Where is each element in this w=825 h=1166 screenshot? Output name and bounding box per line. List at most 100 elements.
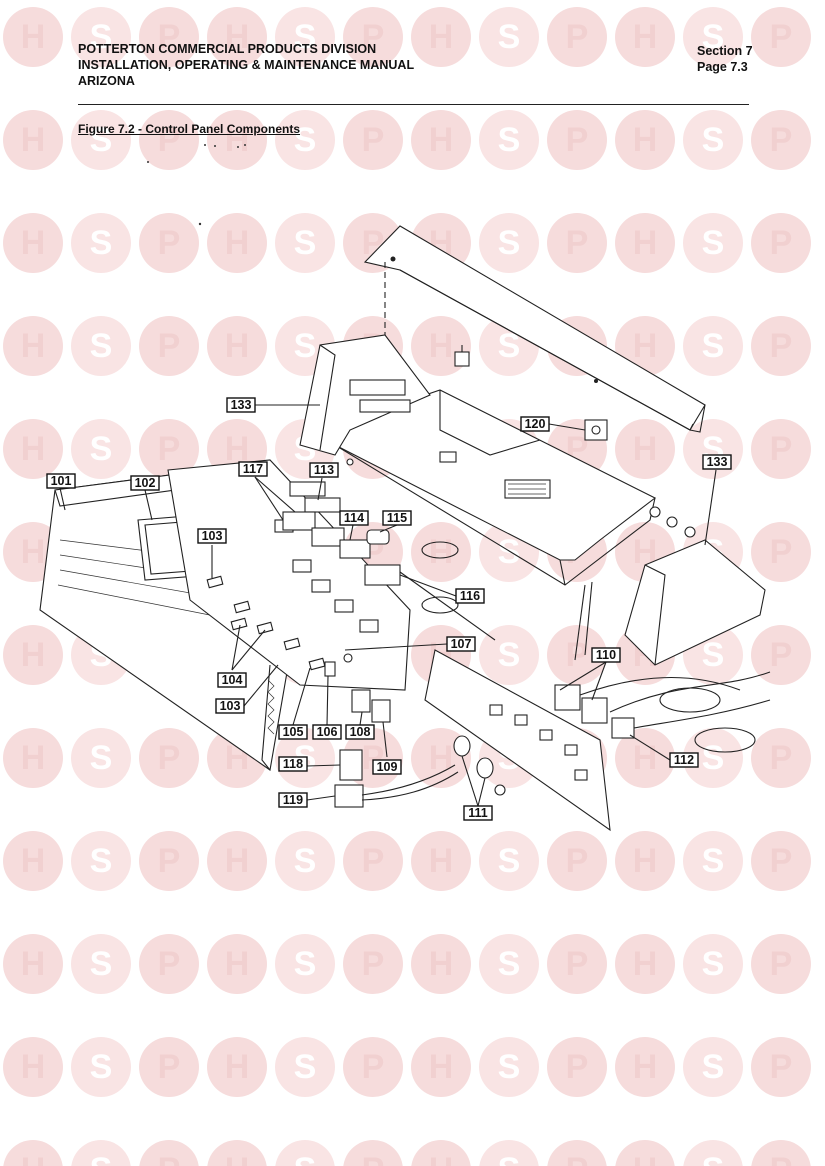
watermark-circle [139, 7, 199, 67]
watermark-circle [71, 1140, 131, 1166]
watermark-circle [547, 1140, 607, 1166]
svg-text:114: 114 [344, 511, 364, 525]
watermark-letter: H [225, 1048, 250, 1086]
watermark-letter: H [225, 945, 250, 983]
svg-text:103: 103 [220, 699, 241, 713]
watermark-letter: P [770, 121, 793, 159]
watermark-circle [71, 831, 131, 891]
watermark-circle [751, 7, 811, 67]
transformer-part [334, 749, 459, 808]
watermark-letter: P [770, 224, 793, 262]
watermark-circle [751, 1140, 811, 1166]
watermark-circle [275, 213, 335, 273]
watermark-circle [615, 1140, 675, 1166]
watermark-circle [683, 831, 743, 891]
watermark-circle [751, 728, 811, 788]
watermark-circle [275, 1037, 335, 1097]
watermark-letter: S [702, 1048, 725, 1086]
watermark-letter: S [702, 1151, 725, 1166]
watermark-circle [411, 934, 471, 994]
watermark-letter: S [90, 224, 113, 262]
watermark-circle [547, 831, 607, 891]
watermark-letter: S [498, 533, 521, 571]
watermark-letter: S [90, 842, 113, 880]
watermark-letter: S [294, 1151, 317, 1166]
watermark-circle [139, 934, 199, 994]
watermark-circle [3, 625, 63, 685]
watermark-circle [547, 213, 607, 273]
watermark-circle [411, 7, 471, 67]
watermark-letter: H [21, 18, 46, 56]
watermark-circle [615, 213, 675, 273]
watermark-circle [207, 831, 267, 891]
section-number: Section 7 [697, 44, 753, 58]
watermark-circle [615, 1037, 675, 1097]
watermark-letter: S [498, 636, 521, 674]
watermark-circle [547, 7, 607, 67]
watermark-letter: H [429, 533, 454, 571]
watermark-circle [275, 110, 335, 170]
watermark-circle [751, 934, 811, 994]
watermark-letter: H [225, 224, 250, 262]
watermark-letter: H [633, 1151, 658, 1166]
watermark-letter: H [21, 121, 46, 159]
watermark-letter: H [429, 327, 454, 365]
watermark-letter: H [21, 1048, 46, 1086]
watermark-letter: H [633, 842, 658, 880]
svg-text:115: 115 [387, 511, 407, 525]
thermostats-part [554, 671, 771, 753]
watermark-circle [615, 728, 675, 788]
watermark-letter: P [770, 842, 793, 880]
watermark-circle [683, 316, 743, 376]
watermark-circle [71, 7, 131, 67]
watermark-letter: S [90, 327, 113, 365]
label-133: 133 [226, 397, 256, 413]
watermark-letter: H [21, 1151, 46, 1166]
watermark-letter: P [566, 224, 589, 262]
watermark-circle [683, 110, 743, 170]
watermark-letter: H [21, 533, 46, 571]
watermark-circle [343, 934, 403, 994]
page-number: Page 7.3 [697, 60, 748, 74]
knobs-and-lamps-part [206, 575, 353, 677]
watermark-letter: P [362, 842, 385, 880]
label-108: 108 [345, 724, 375, 740]
watermark-letter: P [770, 1151, 793, 1166]
watermark-circle [615, 831, 675, 891]
header-division: POTTERTON COMMERCIAL PRODUCTS DIVISION [78, 42, 377, 56]
watermark-letter: S [90, 1048, 113, 1086]
section-page-block: Section 7 Page 7.3 [697, 43, 753, 75]
watermark-circle [751, 831, 811, 891]
watermark-letter: H [429, 1151, 454, 1166]
svg-text:106: 106 [317, 725, 338, 739]
watermark-letter: P [566, 636, 589, 674]
svg-text:109: 109 [377, 760, 398, 774]
watermark-circle [751, 1037, 811, 1097]
label-109: 109 [372, 759, 402, 775]
watermark-letter: P [362, 18, 385, 56]
leader-lines [59, 404, 717, 807]
watermark-circle [71, 934, 131, 994]
label-106: 106 [312, 724, 342, 740]
watermark-circle [751, 625, 811, 685]
watermark-letter: H [429, 18, 454, 56]
svg-text:111: 111 [468, 806, 488, 820]
svg-text:116: 116 [460, 589, 480, 603]
header-manual-title: INSTALLATION, OPERATING & MAINTENANCE MA… [78, 58, 415, 72]
svg-text:117: 117 [243, 462, 263, 476]
switch-modules-part [282, 481, 496, 641]
svg-text:104: 104 [222, 673, 243, 687]
watermark-circle [751, 522, 811, 582]
rocker-switches-part [351, 689, 391, 723]
watermark-letter: H [21, 945, 46, 983]
watermark-letter: S [498, 1151, 521, 1166]
label-118: 118 [278, 756, 308, 772]
watermark-letter: S [294, 121, 317, 159]
watermark-letter: S [294, 327, 317, 365]
watermark-circle [547, 110, 607, 170]
watermark-letter: P [158, 327, 181, 365]
watermark-letter: P [770, 739, 793, 777]
watermark-circle [615, 419, 675, 479]
watermark-letter: P [770, 430, 793, 468]
svg-text:103: 103 [202, 529, 223, 543]
